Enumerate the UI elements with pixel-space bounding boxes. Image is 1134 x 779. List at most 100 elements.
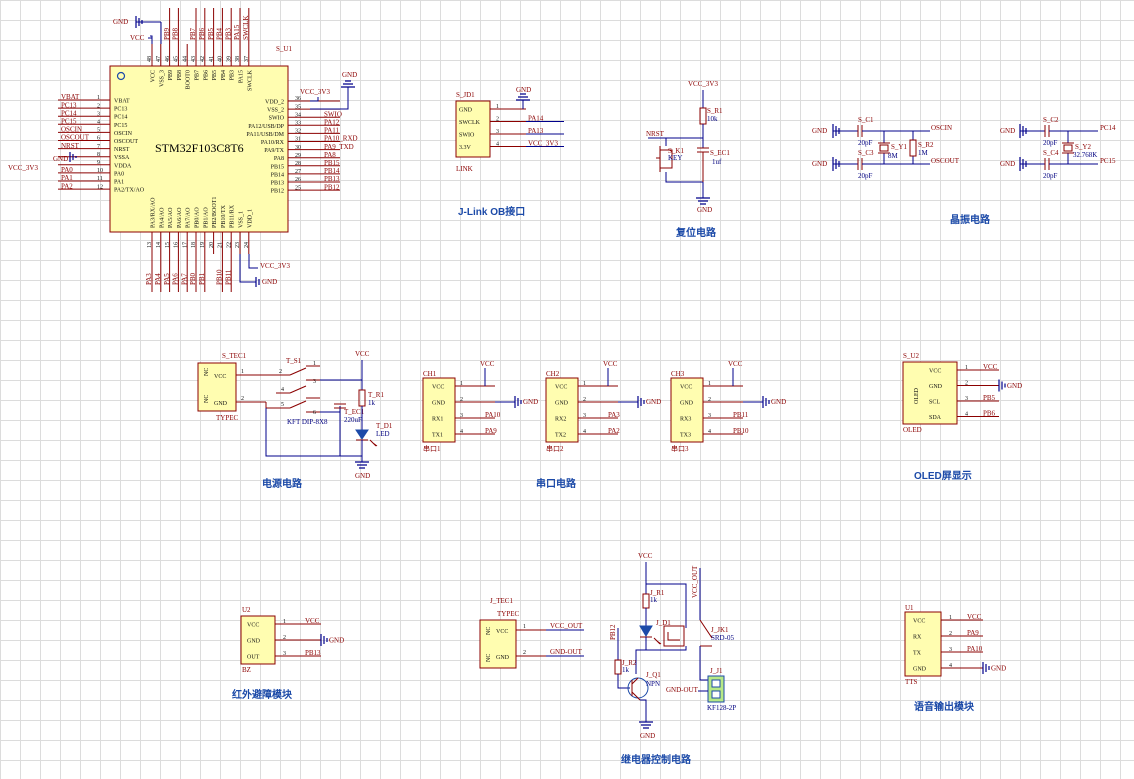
typec-out-p2-num: 2 xyxy=(523,650,526,656)
power-led-ref: T_D1 xyxy=(376,422,393,430)
voice-pins-num: 2 xyxy=(949,631,952,637)
mcu-top-pin-num: 42 xyxy=(200,56,206,62)
reset-cap-value: 1uf xyxy=(712,158,722,166)
serial-port-body[interactable] xyxy=(670,377,704,443)
mcu-bottom-pin-name: VSS_1 xyxy=(239,211,245,228)
mcu-bottom-net: PB0 xyxy=(189,272,197,285)
ir-pins-num: 3 xyxy=(283,651,286,657)
oled-pins-num: 3 xyxy=(965,396,968,402)
serial-pin-num: 4 xyxy=(708,429,711,435)
reset-cap xyxy=(697,147,709,182)
voice-body[interactable] xyxy=(904,611,942,677)
power-typec-body[interactable] xyxy=(197,362,237,412)
crystal-gnd4: GND xyxy=(1000,160,1015,168)
serial-gnd-label: GND xyxy=(646,398,661,406)
serial-pin-name: TX2 xyxy=(555,433,566,439)
mcu-bottom-pin-num: 20 xyxy=(209,242,215,248)
vcc-label-top: VCC xyxy=(130,34,145,42)
power-r-val: 1k xyxy=(368,399,376,407)
mcu-top-pin-name: VCC xyxy=(151,70,157,82)
mcu-right-pin-name: PB15 xyxy=(271,164,284,170)
serial-tx-net: PA2 xyxy=(608,427,620,435)
mcu-right-net: PB15 xyxy=(324,159,340,167)
reset-vcc3v3-label: VCC_3V3 xyxy=(688,80,718,88)
serial-pin-name: GND xyxy=(432,401,446,407)
power-typec-p2-num: 2 xyxy=(241,396,244,402)
oled-part: OLED xyxy=(903,426,922,434)
serial-rx-net: PA10 xyxy=(485,411,501,419)
mcu-top-pin-num: 43 xyxy=(191,56,197,62)
reset-r-value: 10k xyxy=(707,115,718,123)
crystal-gnd1: GND xyxy=(812,127,827,135)
serial-pin-num: 3 xyxy=(460,413,463,419)
relay-r2 xyxy=(614,659,622,675)
mcu-right-pin-name: PB14 xyxy=(271,172,284,178)
power-typec-nc1: NC xyxy=(204,368,210,376)
crystal-caption: 晶振电路 xyxy=(950,213,991,226)
mcu-bottom-pin-name: PB10/TX xyxy=(221,204,227,228)
oled-pins-num: 4 xyxy=(965,412,968,418)
mcu-bottom-pin-num: 14 xyxy=(156,242,162,248)
mcu-bottom-pin-num: 16 xyxy=(174,242,180,248)
jlink-net: PA14 xyxy=(528,115,544,123)
mcu-bottom-pin-num: 15 xyxy=(165,242,171,248)
mcu-top-pin-name: PA15 xyxy=(239,70,245,83)
mcu-left-pins: VBAT1VBATPC132PC13PC143PC14PC154PC15OSCI… xyxy=(58,93,145,194)
mcu-left-pin-num: 1 xyxy=(97,95,100,101)
mcu-left-pin-num: 11 xyxy=(97,176,103,182)
serial-pin-num: 2 xyxy=(583,397,586,403)
mcu-bottom-pin-name: PB0/AO xyxy=(195,207,201,228)
crystal-y1 xyxy=(879,144,889,152)
serial-port-body[interactable] xyxy=(545,377,579,443)
serial-gnd-icon xyxy=(637,396,645,408)
mcu-left-pin-name: PC14 xyxy=(114,115,127,121)
jlink-pin-name: SWCLK xyxy=(459,120,481,126)
relay-transistor xyxy=(627,677,649,699)
serial-pin-name: VCC xyxy=(432,385,444,391)
power-switch-ref: T_S1 xyxy=(286,357,302,365)
mcu-bottom-pin-name: PB1/AO xyxy=(203,207,209,228)
mcu-left-net: OSCOUT xyxy=(61,134,90,142)
serial-port-body[interactable] xyxy=(422,377,456,443)
serial-pin-name: RX2 xyxy=(555,417,566,423)
mcu-left-net: PA0 xyxy=(61,166,73,174)
voice-pins-net: PA10 xyxy=(967,645,983,653)
oled-pins-name: VCC xyxy=(929,369,941,375)
mcu-top-pin-num: 46 xyxy=(165,56,171,62)
oled-pins-gnd-icon xyxy=(998,379,1006,392)
mcu-right-net: PA8 xyxy=(324,151,336,159)
oled-body[interactable] xyxy=(902,361,958,425)
serial-pin-name: VCC xyxy=(555,385,567,391)
mcu-top-pin-name: PB8 xyxy=(177,70,183,80)
mcu-left-pin-num: 7 xyxy=(97,144,100,150)
relay-vcc-label: VCC xyxy=(638,552,653,560)
ir-pins-num: 1 xyxy=(283,619,286,625)
mcu-bottom-pin-num: 18 xyxy=(191,242,197,248)
mcu-right-pin-num: 34 xyxy=(295,112,301,118)
mcu-body[interactable] xyxy=(109,65,289,233)
power-gnd-label: GND xyxy=(355,472,370,480)
mcu-right-pin-num: 25 xyxy=(295,185,301,191)
relay-q1-ref: J_Q1 xyxy=(646,671,661,679)
voice-pins-num: 3 xyxy=(949,647,952,653)
mcu-top-pin-name: SWCLK xyxy=(247,69,253,91)
ir-caption: 红外避障模块 xyxy=(232,688,293,701)
mcu-left-pin-name: PC13 xyxy=(114,107,127,113)
typec-out-body[interactable] xyxy=(479,619,517,669)
serial-vcc-label: VCC xyxy=(728,360,743,368)
serial-gnd-icon xyxy=(514,396,522,408)
mcu-top-power: GND VCC xyxy=(113,16,162,44)
mcu-top-pin-num: 38 xyxy=(235,56,241,62)
reset-caption: 复位电路 xyxy=(675,226,717,239)
jlink-body[interactable] xyxy=(455,100,491,158)
ir-body[interactable] xyxy=(240,615,276,665)
mcu-left-pin-name: PA1 xyxy=(114,180,124,186)
relay-block: VCC J_R1 1k J_D1 J_JK1 SRD-05 VCC_OUT PB… xyxy=(609,552,736,766)
oled-body-label: OLED xyxy=(914,387,920,404)
typec-out-p1-num: 1 xyxy=(523,624,526,630)
relay-d1-ref: J_D1 xyxy=(656,619,671,627)
